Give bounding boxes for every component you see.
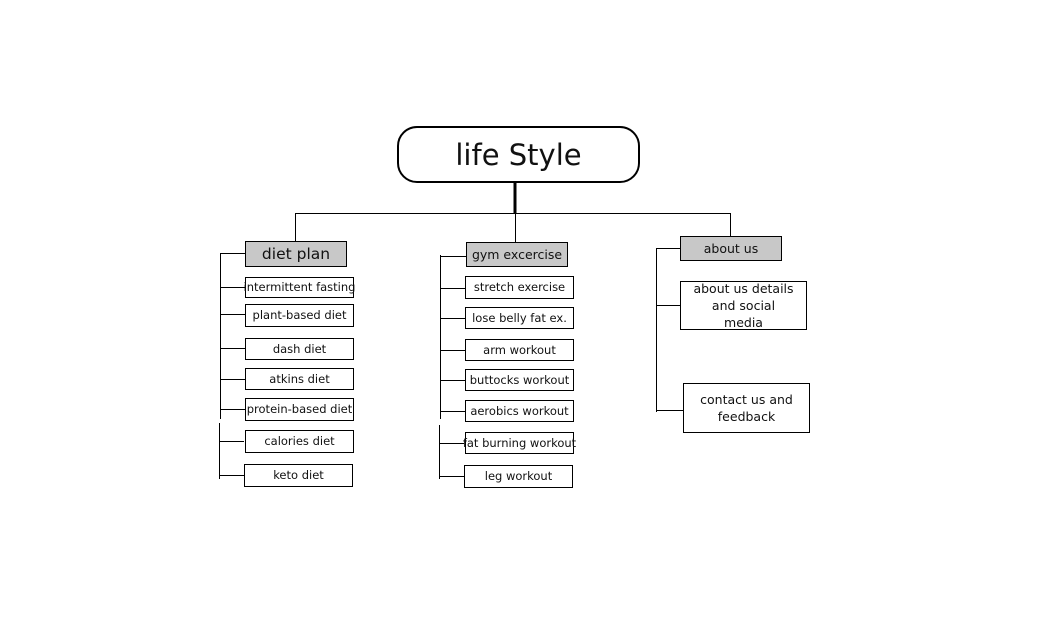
item-aerobics-workout[interactable]: aerobics workout [465,400,574,422]
item-fat-burning-workout[interactable]: fat burning workout [463,432,576,454]
root-node[interactable]: life Style [397,126,640,183]
item-lose-belly-fat[interactable]: lose belly fat ex. [465,307,574,329]
item-calories-diet[interactable]: calories diet [245,430,354,453]
item-leg-workout[interactable]: leg workout [464,465,573,488]
item-dash-diet[interactable]: dash diet [245,338,354,360]
item-arm-workout[interactable]: arm workout [465,339,574,361]
item-about-us-details[interactable]: about us details and social media [680,281,807,330]
category-diet-plan[interactable]: diet plan [245,241,347,267]
category-about-us[interactable]: about us [680,236,782,261]
item-atkins-diet[interactable]: atkins diet [245,368,354,390]
item-intermittent-fasting[interactable]: intermittent fasting [244,277,355,298]
item-stretch-exercise[interactable]: stretch exercise [465,276,574,299]
item-plant-based-diet[interactable]: plant-based diet [245,304,354,327]
item-protein-based-diet[interactable]: protein-based diet [245,398,354,421]
item-contact-us[interactable]: contact us and feedback [683,383,810,433]
item-buttocks-workout[interactable]: buttocks workout [465,369,574,391]
item-keto-diet[interactable]: keto diet [244,464,353,487]
category-gym-excercise[interactable]: gym excercise [466,242,568,267]
